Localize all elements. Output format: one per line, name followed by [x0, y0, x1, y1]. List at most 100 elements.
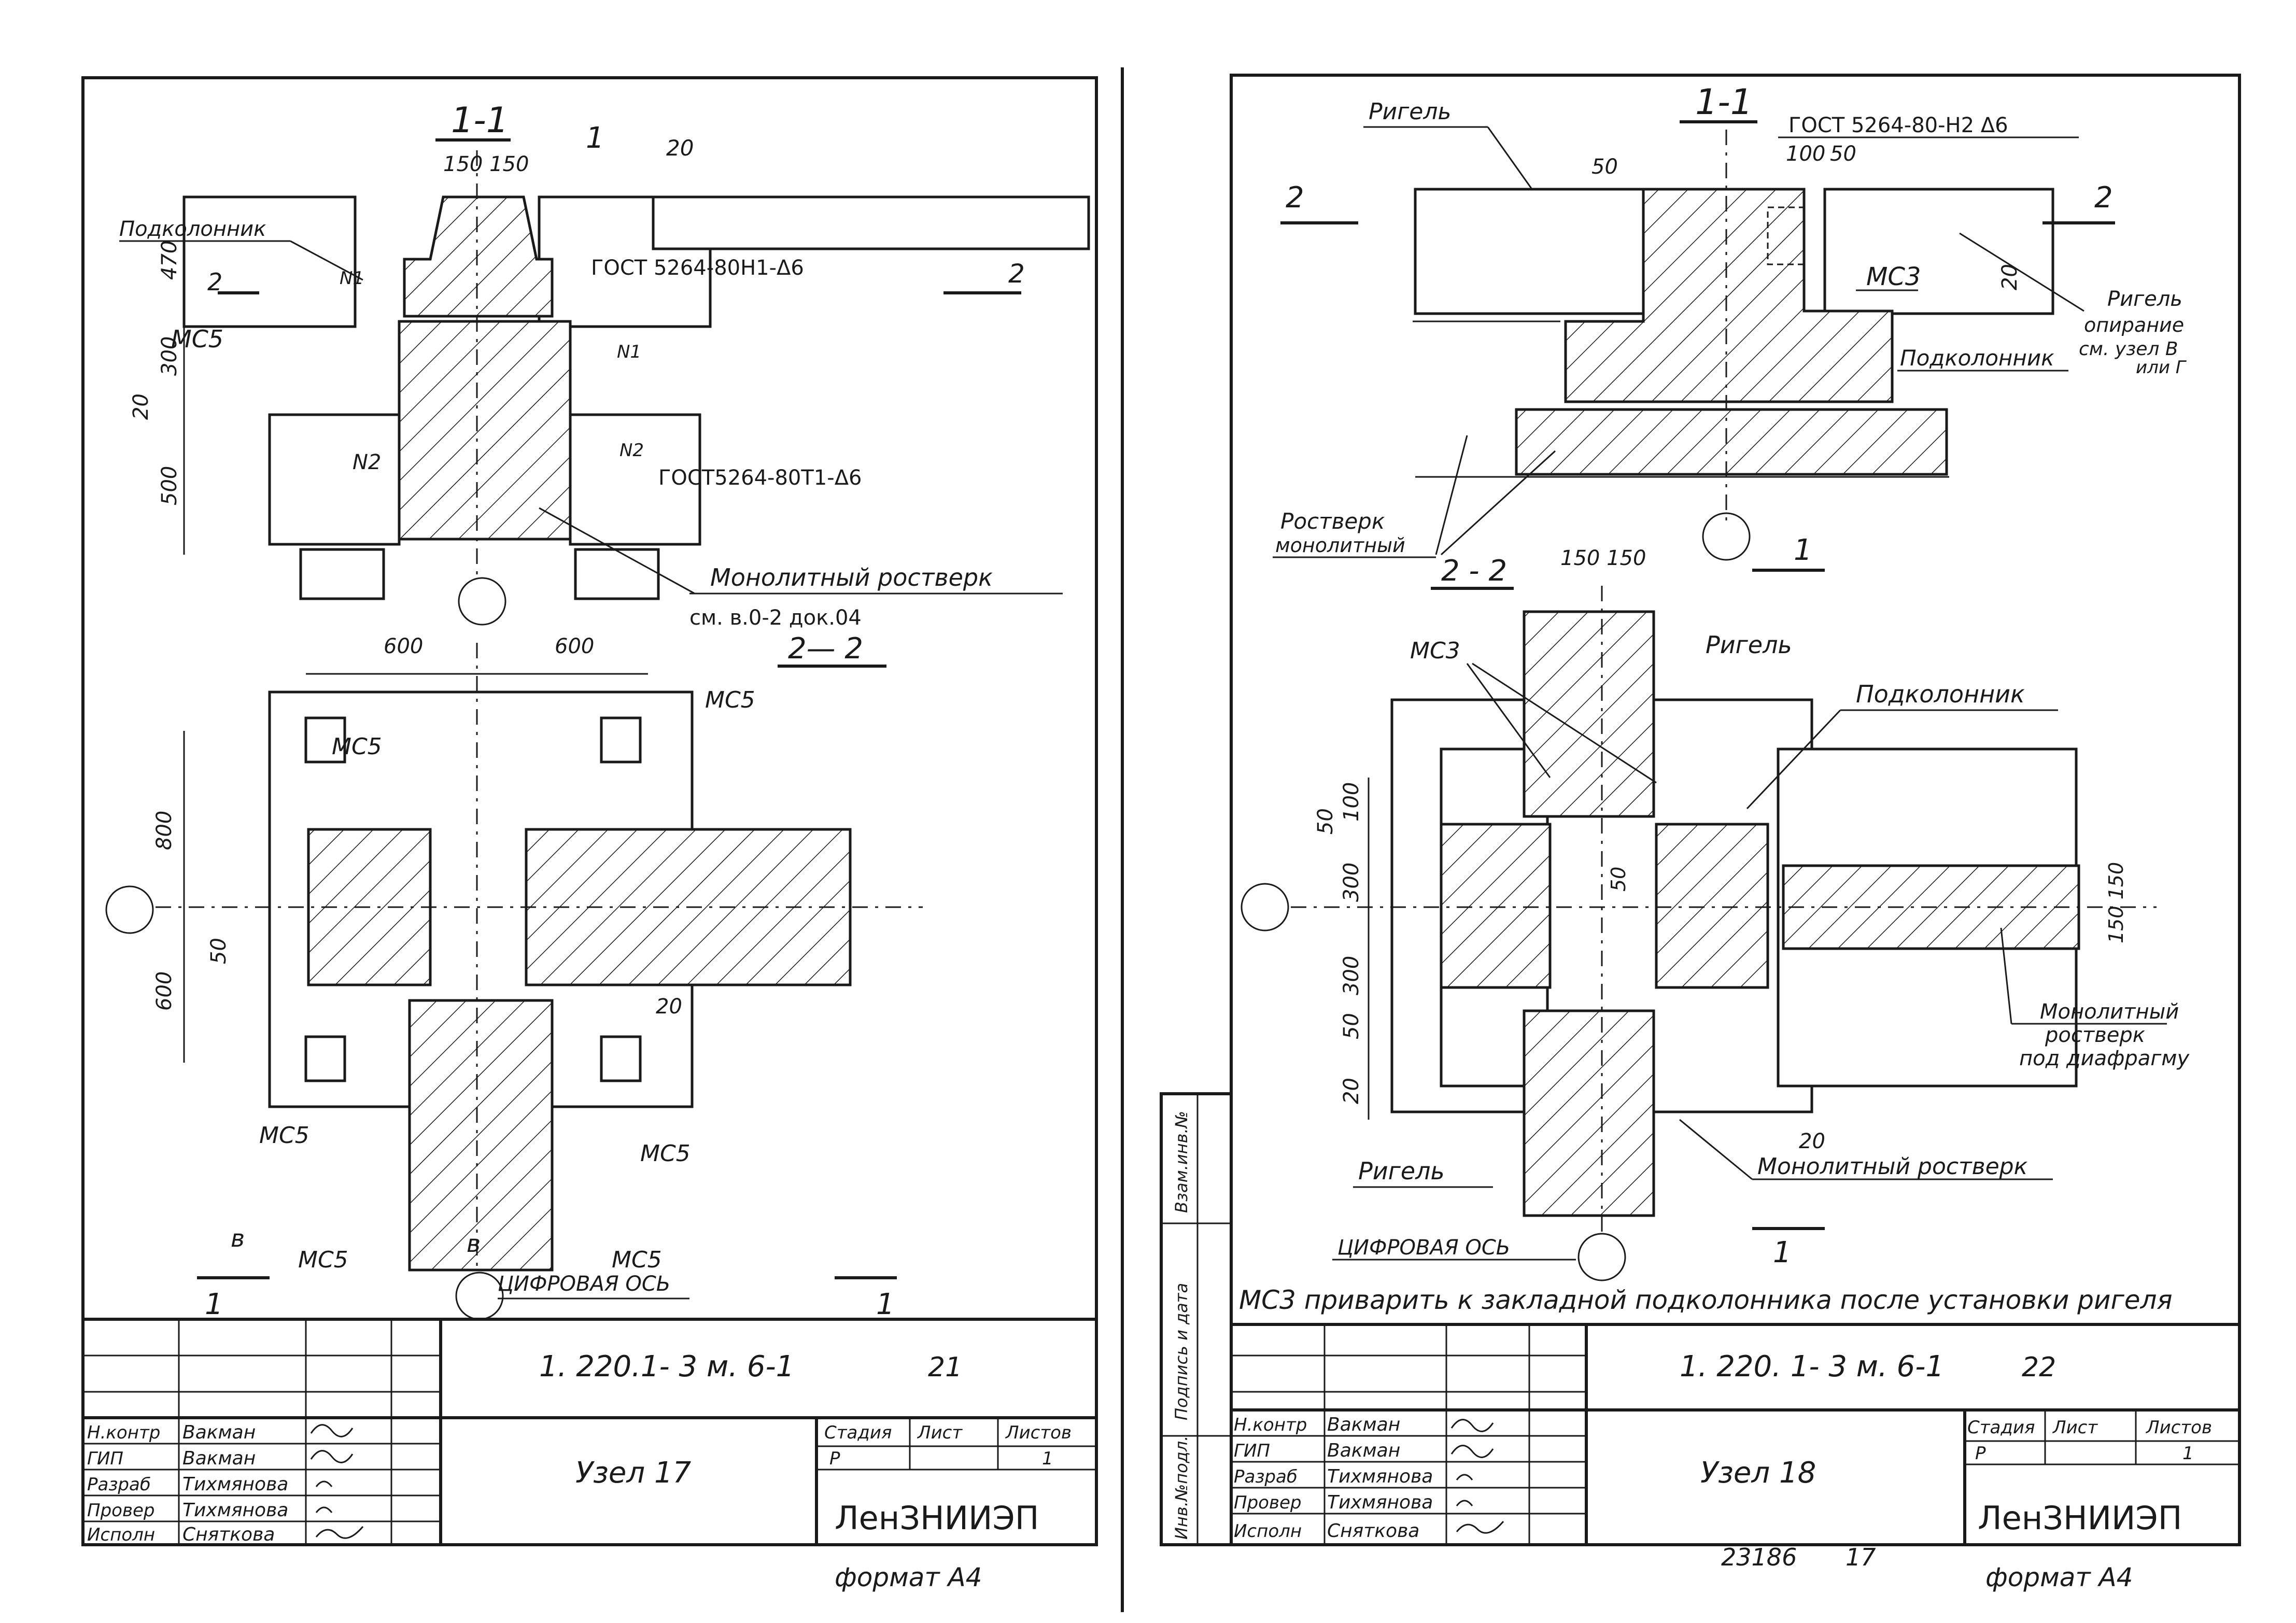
left-dim-20-vert: 20: [129, 393, 153, 420]
right-org-name: ЛенЗНИИЭП: [1978, 1499, 2182, 1537]
right-section-2-2-title: 2 - 2: [1441, 554, 1507, 588]
left-label-n2-right: N2: [619, 440, 644, 461]
left-base-right: [569, 413, 701, 546]
left-staff-role-4: Исполн: [87, 1525, 155, 1545]
left-plan-axis-bubble-bottom: [455, 1272, 504, 1320]
right-axis-bubble-top: [1702, 512, 1751, 561]
left-plan-marker-1-right: 1: [876, 1288, 895, 1321]
left-section-2-2: 2— 2 600 600 МС5 МС5 МС5 МС5 МС5 МС5 800: [105, 632, 923, 1321]
right-plan-dim-50-mid: 50: [1607, 867, 1630, 892]
left-stage-header-1: Лист: [917, 1422, 963, 1443]
left-stage-header-2: Листов: [1005, 1422, 1072, 1443]
right-signatures: [1450, 1419, 1504, 1534]
right-stage-header-1: Лист: [2052, 1417, 2098, 1438]
left-title-block: 1. 220.1- 3 м. 6-1 21 Узел 17 Стадия Лис…: [83, 1318, 1096, 1592]
left-section-1-1-title: 1-1: [451, 100, 509, 141]
right-dim-20-bottom: 20: [1799, 1130, 1825, 1153]
left-dim-500: 500: [158, 466, 181, 505]
right-rostverk-0: Ростверк: [1280, 509, 1385, 534]
right-rigel-right: [1823, 188, 2054, 315]
left-marker-1: 1: [586, 121, 604, 155]
right-section-1-1-title: 1-1: [1695, 82, 1753, 123]
left-dim-150-150: 150 150: [443, 152, 529, 176]
left-podkolonnik-block-left: [182, 195, 357, 328]
left-label-podkolonnik: Подколонник: [119, 217, 266, 241]
right-section-1-1: 1-1 ГОСТ 5264-80-Н2 Δ6 Ригель 50 100 50 …: [1273, 82, 2187, 572]
left-staff-role-0: Н.контр: [87, 1422, 160, 1443]
right-plan-podkolonnik-label: Подколонник: [1856, 680, 2025, 708]
left-dim-300: 300: [158, 336, 181, 376]
left-staff-name-4: Сняткова: [182, 1524, 275, 1545]
left-rigel-block: [652, 195, 1090, 250]
left-monolith-label-2: см. в.0-2 док.04: [689, 606, 862, 630]
left-stage-header-0: Стадия: [824, 1422, 892, 1443]
right-plan-rigel-top: [1523, 610, 1655, 818]
left-plan-plate-tl: [304, 716, 346, 764]
right-stage-header-0: Стадия: [1967, 1417, 2035, 1438]
right-digital-axis: ЦИФРОВАЯ ОСЬ: [1337, 1236, 1510, 1260]
left-label-n2-left: N2: [353, 450, 381, 474]
right-dim-20: 20: [1998, 264, 2022, 290]
right-plan-rigel-top-label: Ригель: [1706, 631, 1792, 659]
right-dim-50-b: 50: [1830, 142, 1856, 166]
left-signatures: [310, 1424, 364, 1539]
left-dim-600-b: 600: [555, 634, 594, 658]
left-staff-name-0: Вакман: [182, 1422, 256, 1443]
left-dim-600-a: 600: [384, 634, 423, 658]
right-section-2-2: 2 - 2 150 150 МС3 Ригель Подколонник Риг…: [1239, 546, 2190, 1315]
left-section-2-2-title: 2— 2: [788, 632, 863, 666]
left-plan-mc5-2: МС5: [332, 733, 382, 760]
right-plan-dim-50-a: 50: [1314, 808, 1337, 835]
left-plan-dim-600: 600: [152, 971, 176, 1011]
left-plan-plate-tr: [600, 716, 642, 764]
right-sheet: Инв.№подл. Подпись и дата Взам.инв.№ 1-1…: [1160, 74, 2241, 1592]
left-pile-right: [574, 548, 660, 600]
left-staff-name-2: Тихмянова: [182, 1474, 288, 1495]
right-plan-dim-20: 20: [1340, 1078, 1363, 1104]
right-side-stamp-0: Инв.№подл.: [1172, 1436, 1191, 1540]
right-marker-2-left: 2: [1286, 181, 1304, 215]
left-axis-bubble-top: [458, 577, 506, 626]
right-plan-mc3-leader-2: [1472, 662, 1657, 784]
left-doc-number: 1. 220.1- 3 м. 6-1: [539, 1350, 794, 1384]
right-plan-axis-bubble-bottom: [1577, 1233, 1626, 1281]
right-plan-podkolonnik-leader: [1746, 709, 1841, 810]
left-pile-left: [299, 548, 385, 600]
right-format-label: формат А4: [1985, 1562, 2133, 1592]
right-note: МС3 приварить к закладной подколонника п…: [1239, 1285, 2173, 1315]
right-opiranie-1: опирание: [2084, 314, 2184, 336]
left-dim-20: 20: [666, 135, 694, 161]
right-doc-number: 1. 220. 1- 3 м. 6-1: [1680, 1350, 1944, 1384]
right-staff-name-0: Вакман: [1327, 1414, 1400, 1435]
right-opiranie-3: или Г: [2136, 357, 2187, 378]
left-plan-axis-bubble-left: [105, 885, 154, 934]
right-dim-150-150-top: 150 150: [1560, 546, 1646, 570]
right-staff-role-1: ГИП: [1234, 1441, 1270, 1461]
right-plan-dim-300-b: 300: [1340, 956, 1363, 995]
left-plan-mc5-5: МС5: [298, 1247, 348, 1273]
right-column-section: [1564, 188, 1894, 403]
right-rostverk-leader-1: [1435, 435, 1468, 555]
left-marker-2-right: 2: [1008, 259, 1025, 289]
left-plan-mc5-3: МС5: [259, 1122, 309, 1149]
left-plan-rigel-bottom: [408, 999, 554, 1272]
left-plan-marker-b: в: [231, 1224, 245, 1252]
right-stage-value-2: 1: [2182, 1443, 2194, 1464]
right-rigel-left: [1414, 188, 1645, 315]
right-plan-rigel-bottom: [1523, 1009, 1655, 1217]
right-side-stamp-1: Подпись и дата: [1172, 1283, 1191, 1420]
left-plan-mc5-4: МС5: [640, 1140, 691, 1167]
left-staff-name-3: Тихмянова: [182, 1500, 288, 1521]
right-mc3-plate-dashed: [1767, 206, 1805, 265]
right-staff-name-4: Сняткова: [1327, 1520, 1419, 1542]
left-label-mc5-top: МС5: [171, 325, 223, 353]
left-plan-plate-bl: [304, 1035, 346, 1082]
right-title-block: 1. 220. 1- 3 м. 6-1 22 Узел 18 Стадия Ли…: [1231, 1323, 2239, 1592]
right-plan-dim-150-right: 150 150: [2105, 862, 2128, 943]
right-rostverk-slab: [1515, 408, 1948, 476]
right-label-mc3-top: МС3: [1866, 262, 1921, 291]
left-staff-role-1: ГИП: [87, 1448, 123, 1469]
right-plan-axis-bubble-left: [1241, 883, 1289, 932]
right-sheet-frame: [1230, 74, 2241, 1546]
